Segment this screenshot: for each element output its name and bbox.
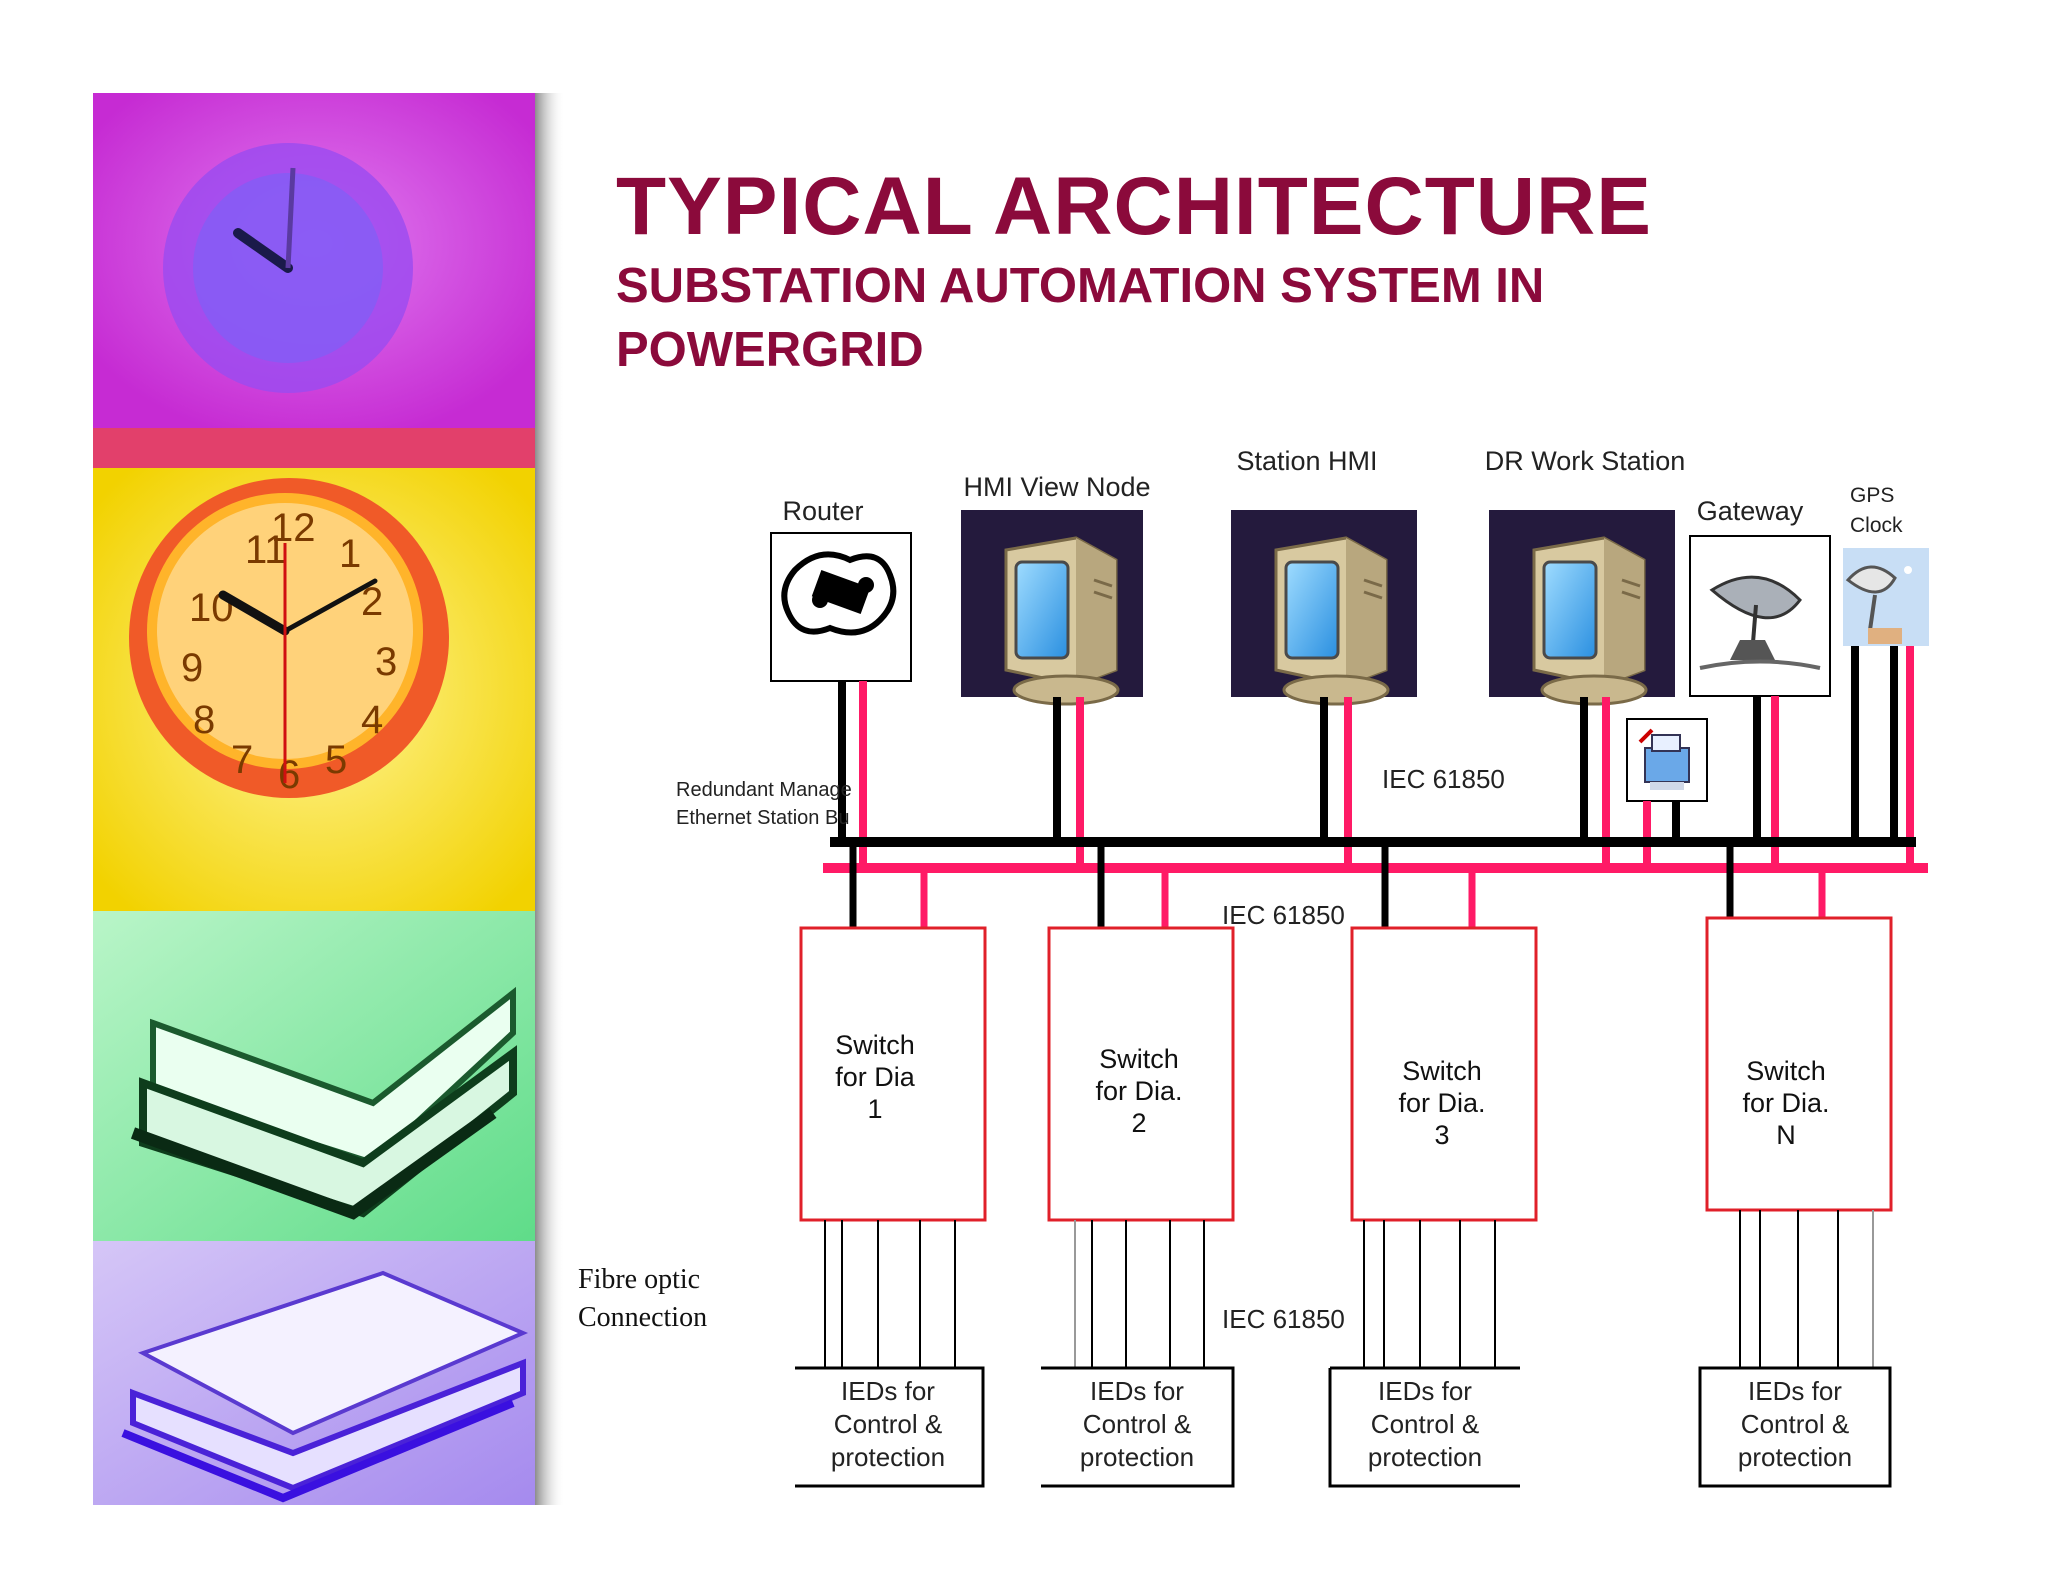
ied-4-line2: Control & (1741, 1409, 1849, 1439)
hmi-view-node (961, 510, 1143, 706)
svg-text:12: 12 (271, 506, 316, 550)
switch-2-line2: for Dia. (1095, 1076, 1182, 1106)
router-label: Router (782, 496, 863, 526)
hmi-view-node-label: HMI View Node (963, 472, 1150, 502)
switch-n-line3: N (1776, 1120, 1796, 1150)
switch-1-line2: for Dia (835, 1062, 916, 1092)
switch-box-2 (1047, 926, 1235, 1222)
svg-text:9: 9 (181, 646, 203, 690)
switch-n-line1: Switch (1746, 1056, 1826, 1086)
ied-2-line1: IEDs for (1090, 1376, 1184, 1406)
dr-work-station-node (1489, 510, 1675, 706)
station-hmi-node (1231, 510, 1417, 706)
ied-2-line2: Control & (1083, 1409, 1191, 1439)
ied-box-4 (1698, 1366, 1892, 1488)
ied-3-line1: IEDs for (1378, 1376, 1472, 1406)
ied-2-line3: protection (1080, 1442, 1194, 1472)
protocol-label-middle: IEC 61850 (1222, 900, 1345, 930)
slide-subtitle-line1: SUBSTATION AUTOMATION SYSTEM IN (616, 259, 1545, 313)
ied-4-line3: protection (1738, 1442, 1852, 1472)
ied-box-2 (1041, 1366, 1235, 1488)
switch-box-1 (799, 926, 987, 1222)
slide-title: TYPICAL ARCHITECTURE (616, 161, 1652, 252)
fibre-label-line2: Connection (578, 1302, 707, 1333)
ied-1-line3: protection (831, 1442, 945, 1472)
gateway-node (1689, 535, 1831, 697)
ied-box-3 (1328, 1366, 1520, 1488)
gps-clock-node (1843, 548, 1929, 646)
station-hmi-label: Station HMI (1236, 446, 1377, 476)
ied-4-line1: IEDs for (1748, 1376, 1842, 1406)
gps-label-line2: Clock (1850, 514, 1903, 537)
switch-box-3 (1350, 926, 1538, 1222)
protocol-label-lower: IEC 61850 (1222, 1304, 1345, 1334)
svg-text:7: 7 (231, 738, 253, 782)
router-icon (781, 551, 897, 636)
switch-2-line1: Switch (1099, 1044, 1179, 1074)
bus-to-switch-links (849, 842, 1826, 928)
satellite-dish-icon (1699, 575, 1821, 670)
switch-3-line3: 3 (1434, 1120, 1449, 1150)
switch-2-line3: 2 (1131, 1108, 1146, 1138)
ied-boxes (795, 1366, 1892, 1488)
slide-subtitle-line2: POWERGRID (616, 323, 924, 377)
svg-text:8: 8 (193, 698, 215, 742)
fibre-label-line1: Fibre optic (578, 1264, 700, 1295)
ied-3-line2: Control & (1371, 1409, 1479, 1439)
switch-n-line2: for Dia. (1742, 1088, 1829, 1118)
ied-1-line1: IEDs for (841, 1376, 935, 1406)
svg-text:3: 3 (375, 640, 397, 684)
decorative-photo-strip: 11 12 1 2 3 4 5 6 7 8 9 10 (93, 93, 565, 1505)
gateway-label: Gateway (1697, 496, 1804, 526)
dr-work-station-label: DR Work Station (1485, 446, 1686, 476)
fibre-optic-links (824, 1210, 1874, 1368)
svg-text:2: 2 (361, 580, 383, 624)
router-node (770, 532, 912, 682)
switch-3-line2: for Dia. (1398, 1088, 1485, 1118)
switch-1-line1: Switch (835, 1030, 915, 1060)
svg-text:5: 5 (325, 738, 347, 782)
svg-text:1: 1 (339, 532, 361, 576)
switch-1-line3: 1 (867, 1094, 882, 1124)
switch-boxes (799, 916, 1893, 1222)
gps-label-line1: GPS (1850, 484, 1894, 507)
ied-box-1 (795, 1366, 985, 1488)
bus-label-line1: Redundant Manage (676, 779, 852, 801)
protocol-label-upper: IEC 61850 (1382, 764, 1505, 794)
svg-text:4: 4 (361, 698, 383, 742)
ied-3-line3: protection (1368, 1442, 1482, 1472)
printer-node (1626, 718, 1708, 802)
switch-3-line1: Switch (1402, 1056, 1482, 1086)
bus-label-line2: Ethernet Station Bu (676, 807, 849, 829)
ied-1-line2: Control & (834, 1409, 942, 1439)
svg-text:11: 11 (245, 528, 287, 572)
printer-icon (1638, 728, 1690, 790)
gps-antenna-icon (1845, 565, 1912, 644)
